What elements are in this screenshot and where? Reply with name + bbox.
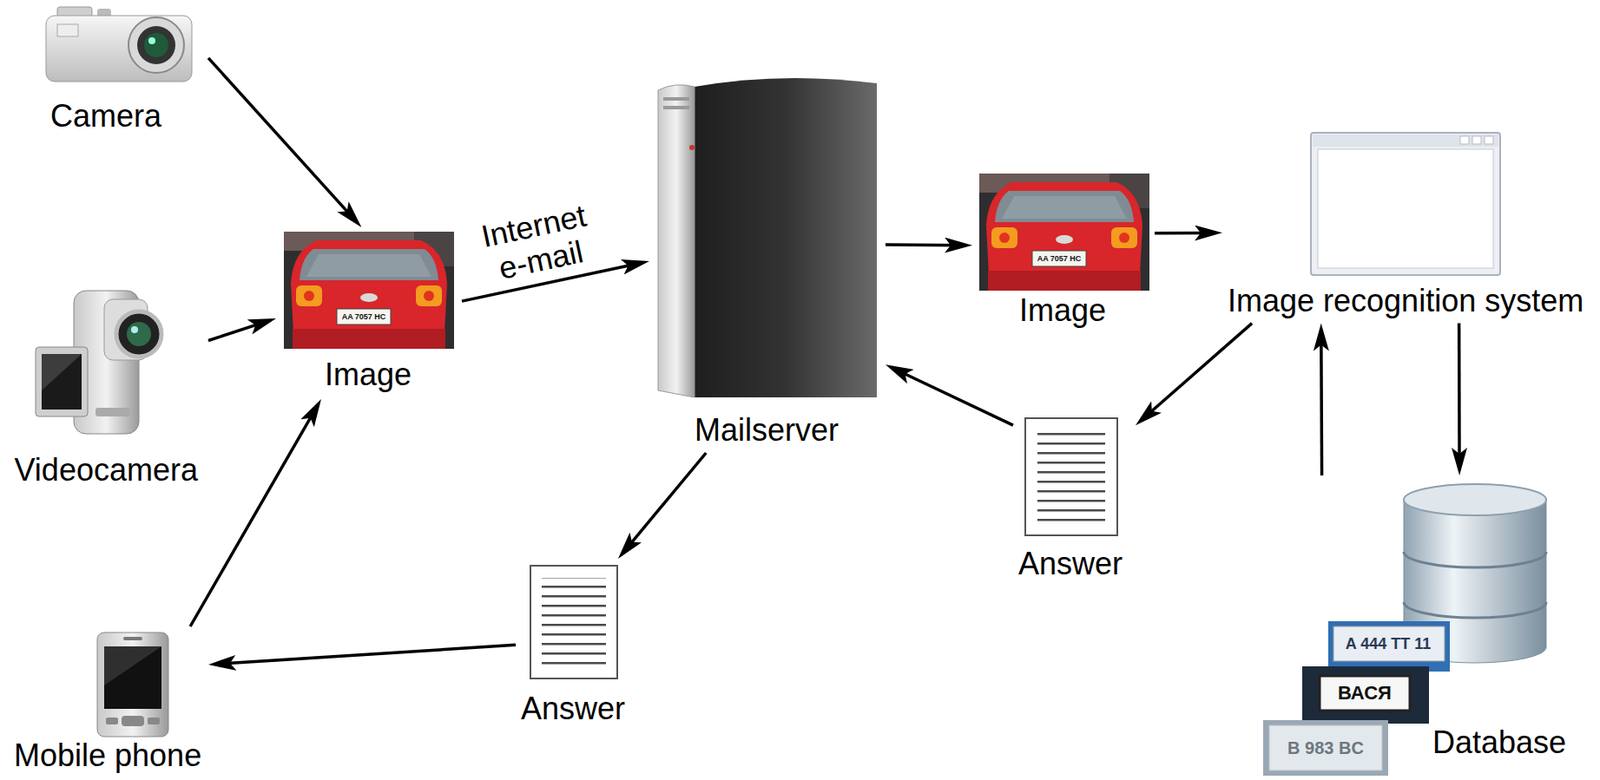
icon-node: Answer [515,559,633,732]
node-label: Mailserver [694,413,841,448]
answer-document [1025,418,1118,536]
plate-text: AA 7057 HC [336,309,391,325]
plate-text: B 983 BC [1271,729,1380,768]
flow-arrow [190,408,317,627]
car-photo [979,173,1150,291]
camera-icon [46,6,192,82]
node-label: Camera [50,98,164,134]
flow-arrow [208,322,267,342]
mailserver-tower [658,78,877,398]
plate-samples [1263,621,1450,777]
videocamera-icon [35,290,162,435]
flow-arrow [208,58,355,220]
icon-node: Image recognition system [1222,126,1593,324]
icon-node: Mailserver [649,69,886,454]
node-label: Mobile phone [13,738,204,774]
node-label: Answer [520,691,627,727]
icon-node: Camera [34,1,209,141]
flow-arrow [1457,323,1462,466]
flow-arrow [885,243,962,247]
node-label: Videocamera [14,453,200,488]
plate-text: A 444 TT 11 [1336,628,1440,660]
answer-document [530,566,618,679]
application-window [1310,132,1501,276]
icon-node: Database [1258,475,1591,771]
flow-arrow [1154,231,1212,236]
node-label: Answer [1018,546,1125,582]
plate-text: ВАСЯ [1321,678,1409,710]
node-label: Image recognition system [1227,283,1586,319]
flow-arrow [218,645,516,665]
icon-node: Mobile phone [6,626,209,780]
flow-arrow [625,453,707,552]
flow-arrow [895,368,1014,426]
icon-node: Answer [1013,411,1136,587]
node-label: Database [1432,725,1568,761]
car-photo [283,231,455,349]
node-label: Image [1019,293,1108,329]
plate-text: AA 7057 HC [1032,250,1087,267]
mobile-phone-icon [97,632,169,738]
arrow-label: Internet e-mail [473,197,604,290]
node-label: Image [324,357,414,393]
icon-node: Image [972,170,1155,334]
flow-arrow [1319,334,1324,476]
icon-node: Videocamera [6,277,209,495]
flow-arrow [1143,323,1252,420]
